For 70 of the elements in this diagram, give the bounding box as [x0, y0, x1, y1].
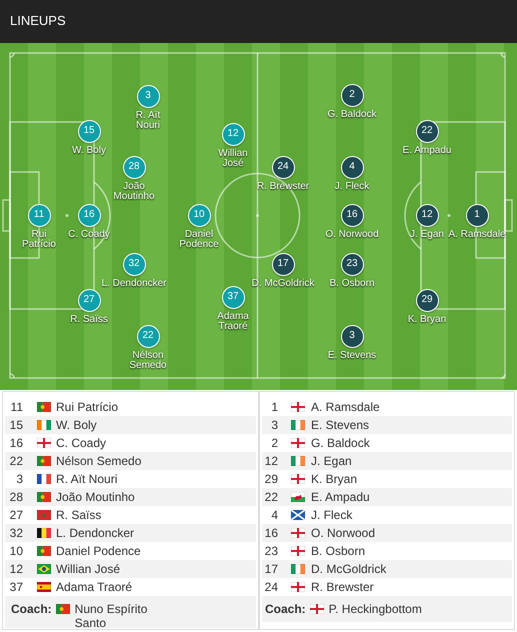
player-name: Adama Traoré — [216, 312, 250, 332]
player-name: Adama Traoré — [56, 580, 132, 594]
player-name: L. Dendoncker — [56, 526, 134, 540]
coach-name: P. Heckingbottom — [328, 602, 422, 616]
player-name: João Moutinho — [56, 490, 135, 504]
shirt-number: 3 — [16, 472, 23, 486]
player-name: Nélson Semedo — [56, 454, 142, 468]
shirt-number: 22 — [264, 490, 278, 504]
shirt-number: 16 — [264, 526, 278, 540]
player-name: G. Baldock — [328, 110, 376, 120]
player-name: B. Osborn — [329, 279, 375, 289]
player-name: D. McGoldrick — [252, 279, 314, 289]
shirt-number: 2 — [271, 436, 278, 450]
player-name: A. Ramsdale — [311, 400, 380, 414]
shirt-number: 12 — [10, 562, 23, 576]
player-name: Willian José — [56, 562, 120, 576]
player-name: Nélson Semedo — [128, 351, 168, 371]
player-name: K. Bryan — [311, 472, 358, 486]
player-name: E. Stevens — [328, 351, 376, 361]
shirt-number: 3 — [271, 418, 278, 432]
player-name: W. Boly — [72, 146, 106, 156]
shirt-number: 23 — [264, 544, 278, 558]
player-name: B. Osborn — [311, 544, 366, 558]
player-name: R. Saïss — [70, 315, 108, 325]
shirt-number: 32 — [10, 526, 23, 540]
player-name: R. Saïss — [56, 508, 102, 522]
shirt-number: 11 — [10, 400, 23, 414]
player-name: W. Boly — [56, 418, 97, 432]
player-name: J. Fleck — [311, 508, 352, 522]
shirt-number: 27 — [10, 508, 23, 522]
shirt-number: 22 — [10, 454, 23, 468]
player-name: J. Fleck — [334, 182, 370, 192]
player-name: R. Brewster — [256, 182, 310, 192]
player-name: Daniel Podence — [178, 230, 220, 250]
player-name: O. Norwood — [325, 230, 379, 240]
shirt-number: 29 — [264, 472, 278, 486]
player-name: C. Coady — [56, 436, 106, 450]
player-name: Willian José — [218, 149, 248, 169]
player-name: K. Bryan — [408, 315, 446, 325]
shirt-number: 1 — [271, 400, 278, 414]
shirt-number: 4 — [271, 508, 278, 522]
player-name: João Moutinho — [112, 182, 156, 202]
player-name: C. Coady — [68, 230, 110, 240]
title: LINEUPS — [10, 13, 66, 28]
shirt-number: 24 — [264, 580, 278, 594]
shirt-number: 16 — [10, 436, 23, 450]
player-name: R. Brewster — [311, 580, 374, 594]
player-name: O. Norwood — [311, 526, 376, 540]
shirt-number: 17 — [264, 562, 278, 576]
player-name: E. Ampadu — [311, 490, 370, 504]
player-name: Daniel Podence — [56, 544, 141, 558]
player-name: G. Baldock — [311, 436, 370, 450]
shirt-number: 28 — [10, 490, 23, 504]
player-name: Rui Patrício — [56, 400, 118, 414]
player-name: Rui Patrício — [22, 230, 56, 250]
player-name: J. Egan — [311, 454, 352, 468]
shirt-number: 15 — [10, 418, 23, 432]
player-name: E. Stevens — [311, 418, 370, 432]
shirt-number: 37 — [10, 580, 23, 594]
player-name: J. Egan — [410, 230, 444, 240]
player-name: D. McGoldrick — [311, 562, 386, 576]
coach-name: Nuno Espírito Santo — [74, 602, 148, 630]
player-name: E. Ampadu — [402, 146, 452, 156]
player-name: R. Aït Nouri — [135, 111, 161, 131]
shirt-number: 10 — [10, 544, 23, 558]
shirt-number: 12 — [264, 454, 278, 468]
coach-label: Coach: — [265, 602, 306, 616]
player-name: R. Aït Nouri — [56, 472, 118, 486]
player-name: L. Dendoncker — [101, 279, 167, 289]
coach-label: Coach: — [11, 602, 52, 616]
